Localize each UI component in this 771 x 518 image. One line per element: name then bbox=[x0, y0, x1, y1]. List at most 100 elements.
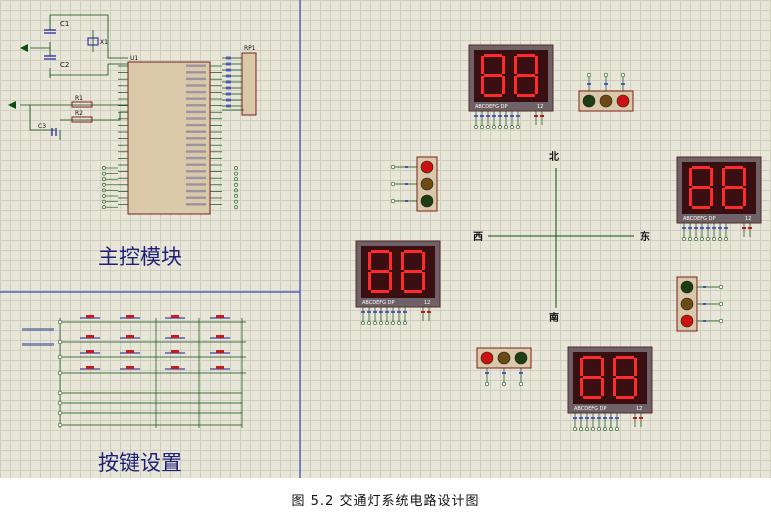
light-terminal bbox=[586, 72, 592, 78]
display-pin-marker bbox=[480, 115, 484, 117]
port-terminal bbox=[234, 171, 238, 176]
segment bbox=[601, 358, 604, 376]
segment bbox=[692, 166, 710, 169]
segment-pin-label: ABCDEFG DP bbox=[574, 406, 606, 412]
segment bbox=[422, 252, 425, 270]
display-terminal bbox=[403, 321, 407, 325]
light-pin-marker bbox=[519, 372, 523, 374]
display-terminal bbox=[474, 125, 478, 129]
resistor-r1 bbox=[71, 101, 93, 108]
display-terminal bbox=[573, 427, 577, 431]
segment bbox=[725, 166, 743, 169]
display-pin-marker bbox=[742, 227, 746, 229]
display-pin-marker bbox=[591, 417, 595, 419]
display-pin-marker bbox=[748, 227, 752, 229]
display-pin-marker bbox=[373, 311, 377, 313]
ground-symbol bbox=[8, 101, 16, 109]
segment bbox=[725, 206, 743, 209]
display-pin-marker bbox=[609, 417, 613, 419]
display-pin-marker bbox=[534, 115, 538, 117]
display-terminal bbox=[391, 321, 395, 325]
segment bbox=[517, 74, 535, 77]
c2-label: C2 bbox=[60, 61, 69, 69]
light-terminal bbox=[390, 198, 396, 204]
segment bbox=[692, 186, 710, 189]
display-terminal bbox=[609, 427, 613, 431]
light-terminal bbox=[390, 181, 396, 187]
segment bbox=[484, 94, 502, 97]
port-terminal bbox=[234, 194, 238, 198]
display-pin-marker bbox=[385, 311, 389, 313]
segment bbox=[514, 76, 517, 94]
segment bbox=[517, 94, 535, 97]
display-terminal bbox=[682, 237, 686, 241]
mcu-pin-label bbox=[186, 196, 206, 199]
rp1-pin-marker bbox=[226, 104, 231, 108]
display-terminal bbox=[591, 427, 595, 431]
light-pin-marker bbox=[405, 183, 408, 185]
segment bbox=[481, 76, 484, 94]
display-pin-marker bbox=[379, 311, 383, 313]
display-pin-marker bbox=[421, 311, 425, 313]
mcu-pin-label bbox=[186, 110, 206, 114]
schematic-sheet: C1 C2 X1 R1 R2 C3 U1 RP1 主控模块 按键 bbox=[0, 0, 771, 478]
mcu-pin-label bbox=[186, 84, 206, 87]
segment bbox=[401, 272, 404, 290]
display-terminal bbox=[510, 125, 514, 129]
display-terminal bbox=[712, 237, 716, 241]
port-terminal bbox=[234, 177, 238, 182]
display-pin-marker bbox=[615, 417, 619, 419]
capacitor-c3 bbox=[51, 128, 57, 136]
display-pin-marker bbox=[633, 417, 637, 419]
segment bbox=[613, 358, 616, 376]
display-pin-marker bbox=[391, 311, 395, 313]
display-terminal bbox=[385, 321, 389, 325]
light-pin-marker bbox=[703, 303, 706, 305]
display-terminal bbox=[597, 427, 601, 431]
segment bbox=[389, 272, 392, 290]
traffic-lights bbox=[390, 72, 724, 387]
segment bbox=[535, 76, 538, 94]
keypad-side-label bbox=[22, 343, 54, 346]
key-switch-cap bbox=[171, 335, 179, 338]
key-switch-cap bbox=[216, 315, 224, 318]
segment bbox=[389, 252, 392, 270]
mcu-pin-label bbox=[186, 64, 206, 67]
segment bbox=[502, 76, 505, 94]
segment bbox=[514, 56, 517, 74]
display-pin-marker bbox=[694, 227, 698, 229]
key-switch-cap bbox=[216, 366, 224, 369]
digit-pin-label: 12 bbox=[745, 216, 751, 222]
mcu-pin-label bbox=[186, 170, 206, 173]
display-pin-marker bbox=[492, 115, 496, 117]
mcu-pin-label bbox=[186, 130, 206, 133]
key-switch-cap bbox=[171, 350, 179, 353]
figure-caption: 图 5.2 交通灯系统电路设计图 bbox=[291, 494, 480, 509]
segment bbox=[404, 270, 422, 273]
display-pin-marker bbox=[474, 115, 478, 117]
crystal-x1 bbox=[87, 37, 99, 46]
display-pin-marker bbox=[486, 115, 490, 117]
light-terminal bbox=[603, 72, 609, 78]
light-pin-marker bbox=[621, 83, 625, 85]
keypad-terminal bbox=[57, 422, 63, 428]
circuit-schematic: C1 C2 X1 R1 R2 C3 U1 RP1 主控模块 按键 bbox=[0, 0, 762, 478]
yellow-lamp bbox=[599, 94, 613, 108]
segment bbox=[517, 54, 535, 57]
rp1-pin-marker bbox=[226, 68, 231, 72]
east-label: 东 bbox=[640, 230, 650, 243]
segment bbox=[743, 168, 746, 186]
rp1-pin-marker bbox=[226, 62, 231, 66]
rp1-pin-marker bbox=[226, 86, 231, 90]
key-switch-cap bbox=[126, 366, 134, 369]
port-terminal bbox=[102, 194, 106, 198]
display-pin-marker bbox=[700, 227, 704, 229]
light-pin-marker bbox=[703, 320, 706, 322]
display-pin-marker bbox=[712, 227, 716, 229]
display-terminal bbox=[603, 427, 607, 431]
display-pin-marker bbox=[403, 311, 407, 313]
segment bbox=[616, 376, 634, 379]
display-terminal bbox=[718, 237, 722, 241]
segment bbox=[613, 378, 616, 396]
